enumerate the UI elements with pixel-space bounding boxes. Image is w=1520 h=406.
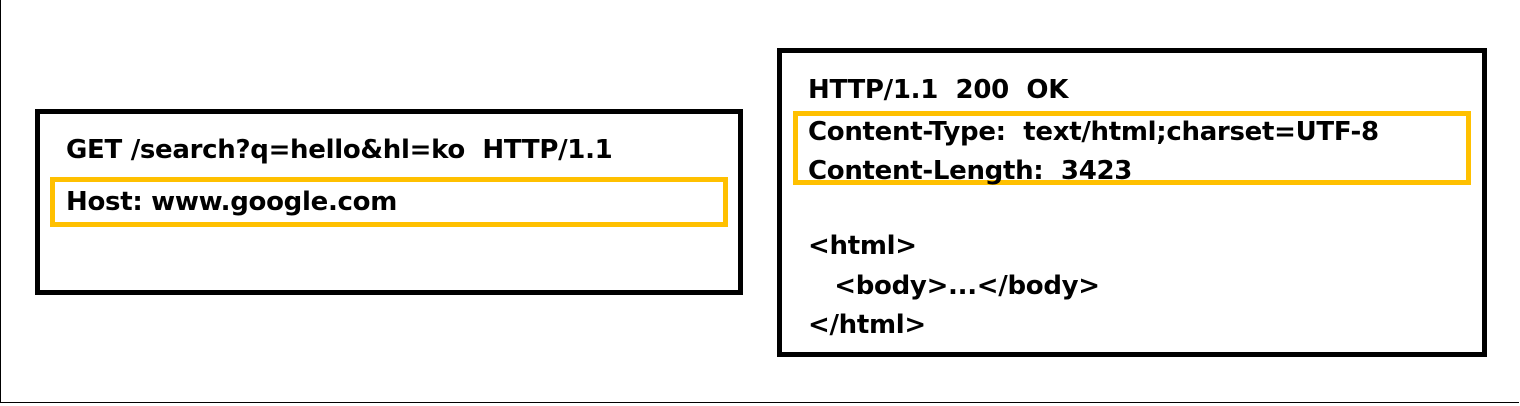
response-header-content-type: Content-Type: text/html;charset=UTF-8 — [808, 117, 1379, 147]
response-body-line: <html> — [808, 231, 917, 261]
response-header-highlight — [793, 111, 1471, 185]
status-line: HTTP/1.1 200 OK — [808, 75, 1069, 105]
http-response-box — [777, 48, 1487, 357]
response-body-line: </html> — [808, 310, 926, 340]
request-header-host: Host: www.google.com — [66, 187, 397, 217]
http-request-box — [35, 109, 743, 295]
request-line: GET /search?q=hello&hl=ko HTTP/1.1 — [66, 135, 613, 165]
request-header-highlight — [50, 177, 728, 227]
response-header-content-length: Content-Length: 3423 — [808, 156, 1133, 186]
response-body-line: <body>...</body> — [808, 271, 1100, 301]
